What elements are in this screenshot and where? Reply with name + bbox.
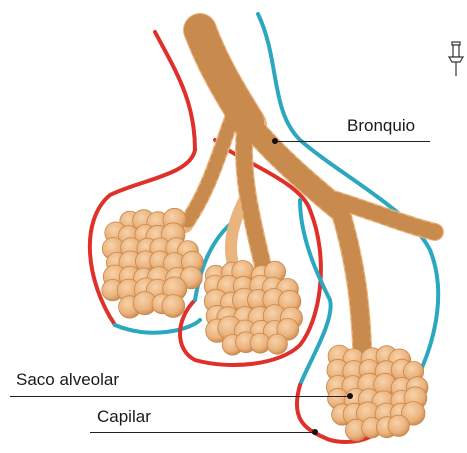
dot-capilar [312,429,318,435]
leader-capilar [90,432,316,433]
label-bronquio: Bronquio [347,116,415,136]
capillary-blue-left [115,320,200,333]
alveolus [388,415,409,436]
label-capilar: Capilar [97,407,151,427]
dot-saco-alveolar [347,393,353,399]
label-saco-alveolar: Saco alveolar [16,370,119,390]
leader-bronquio [276,141,430,142]
pushpin-icon[interactable] [446,40,466,78]
dot-bronquio [272,138,278,144]
alveolar-sac [204,261,302,356]
alveolus [267,334,287,354]
alveolus [162,295,185,318]
leader-saco-alveolar [10,396,350,397]
alveolar-sac [326,345,428,441]
